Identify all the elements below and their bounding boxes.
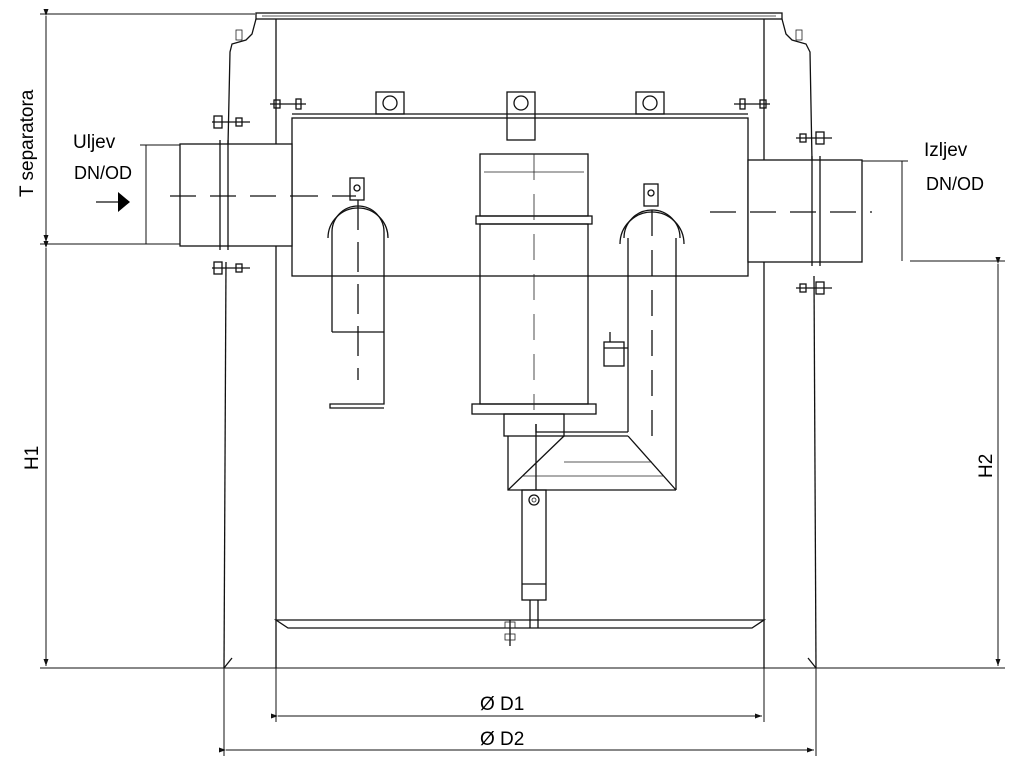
lifting-lug-left <box>375 91 405 115</box>
h2-label: H2 <box>976 454 997 478</box>
izljev-label: Izljev <box>924 140 968 161</box>
outlet-pipe <box>710 131 872 295</box>
lifting-lug-center <box>506 91 536 141</box>
lifting-lug-right <box>635 91 665 115</box>
float-valve <box>504 489 547 646</box>
t-separatora-label: T separatora <box>17 89 38 197</box>
outlet-dn-label: DN/OD <box>926 174 984 194</box>
inlet-dn-label: DN/OD <box>74 163 132 183</box>
arrow-right-icon <box>118 192 130 212</box>
bolt-inlet-bottom <box>212 261 250 275</box>
dimension-lines <box>40 9 1005 756</box>
inlet-pipe <box>170 115 356 275</box>
d1-label: Ø D1 <box>480 694 524 715</box>
bolt-inlet-top <box>212 115 250 129</box>
coalescing-filter <box>471 153 597 437</box>
tank-body <box>223 12 817 669</box>
outlet-riser-pipe <box>603 183 685 490</box>
bolt-top-left <box>270 98 306 110</box>
inner-chamber <box>270 91 770 277</box>
bolt-outlet-bottom <box>796 281 832 295</box>
inlet-dip-pipe <box>327 177 389 409</box>
bolt-top-right <box>734 98 770 110</box>
bolt-outlet-top <box>796 131 832 145</box>
uljev-label: Uljev <box>73 132 116 153</box>
sludge-funnel <box>507 424 677 491</box>
d2-label: Ø D2 <box>480 729 524 750</box>
h1-label: H1 <box>22 446 43 470</box>
